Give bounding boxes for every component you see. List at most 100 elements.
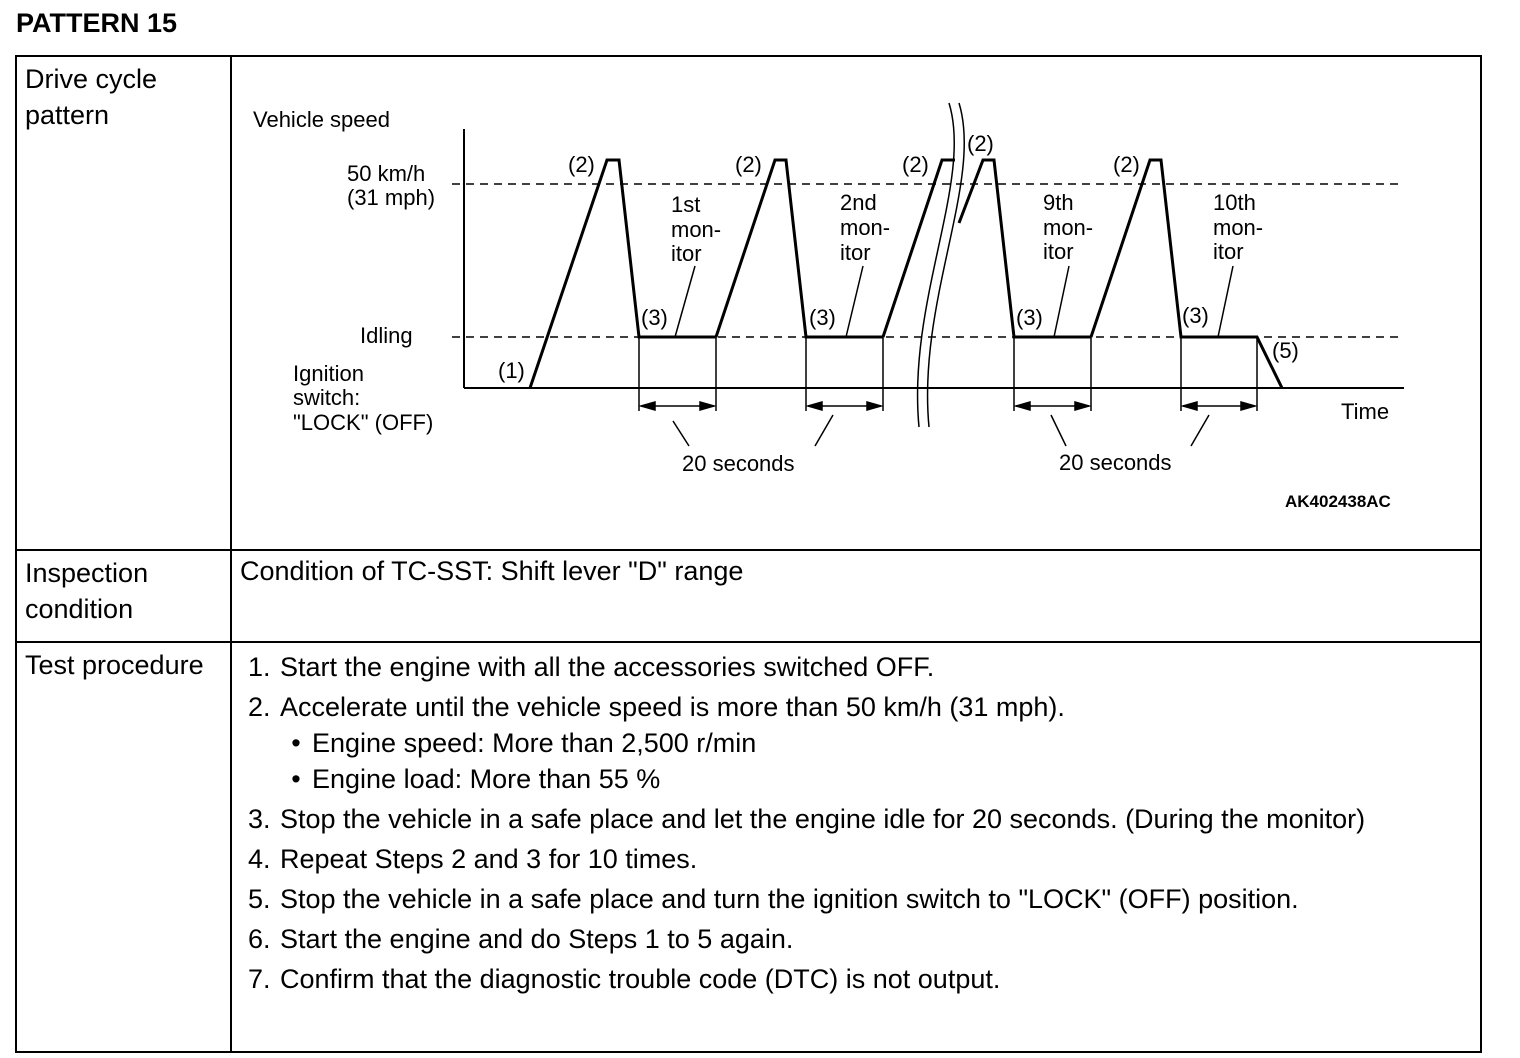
procedure-step: 2. Accelerate until the vehicle speed is… [248,689,1480,797]
monitor-10-line-1: 10th [1213,190,1256,215]
marker-2: (2) [902,152,929,177]
marker-5: (5) [1272,338,1299,363]
duration-arrowhead-1l [638,401,656,411]
step-text: Start the engine with all the accessorie… [280,652,935,682]
monitor-1-line-3: itor [671,241,702,266]
leader-duration-right-b [1190,414,1210,447]
duration-arrowhead-2r [866,401,884,411]
monitor-10-line-3: itor [1213,239,1244,264]
ignition-label-1: Ignition [293,361,364,386]
duration-arrowhead-10l [1180,401,1198,411]
duration-arrowhead-2l [805,401,823,411]
leader-monitor-1 [674,265,696,338]
y-axis-label: Vehicle speed [253,107,390,132]
ignition-label-3: "LOCK" (OFF) [293,410,433,435]
duration-arrowhead-10r [1240,401,1258,411]
trace-cycle-1 [528,158,716,389]
step-number: 7. [248,964,271,994]
leader-duration-left-b [814,414,834,447]
page-title: PATTERN 15 [16,8,178,38]
procedure-step: 6. Start the engine and do Steps 1 to 5 … [248,921,1480,957]
step-bullets: • Engine speed: More than 2,500 r/min • … [280,725,1480,797]
marker-1: (1) [498,358,525,383]
procedure-step: 7. Confirm that the diagnostic trouble c… [248,961,1480,997]
trace-cycle-3-out [957,158,1091,339]
step-number: 5. [248,884,271,914]
marker-2: (2) [568,152,595,177]
duration-label-left: 20 seconds [682,451,795,476]
inspection-condition-text: Condition of TC-SST: Shift lever "D" ran… [240,556,744,586]
bullet-text: Engine load: More than 55 % [312,764,661,794]
marker-3: (3) [809,305,836,330]
marker-2: (2) [735,152,762,177]
idle-level-label: Idling [360,323,413,348]
axis-break-line-left [916,102,956,428]
idle-interval-boxes [638,337,1258,411]
trace-cycle-4 [1089,158,1284,389]
leader-duration-left-a [672,420,690,447]
drive-cycle-label: Drive cycle pattern [15,55,232,551]
step-text: Stop the vehicle in a safe place and tur… [280,884,1299,914]
bullet-dot: • [291,728,301,758]
speed-level-mph-label: (31 mph) [347,185,435,210]
axis-break-line-right [926,102,966,428]
step-number: 6. [248,924,271,954]
inspection-label: Inspection condition [15,549,232,643]
x-axis-label: Time [1341,399,1389,424]
axis-break [916,102,966,428]
test-procedure-label: Test procedure [15,641,232,1053]
step-text: Accelerate until the vehicle speed is mo… [280,692,1065,722]
monitor-1-line-2: mon- [671,217,721,242]
test-procedure-row: Test procedure 1. Start the engine with … [15,641,1482,1053]
leader-monitor-10 [1217,265,1234,338]
bullet-item: • Engine load: More than 55 % [280,761,1480,797]
monitor-10-line-2: mon- [1213,215,1263,240]
monitor-2-line-2: mon- [840,215,890,240]
step-number: 2. [248,692,271,722]
marker-3: (3) [1016,305,1043,330]
monitor-9-line-3: itor [1043,239,1074,264]
trace-cycle-3-in [881,158,955,338]
step-text: Stop the vehicle in a safe place and let… [280,804,1366,834]
bullet-text: Engine speed: More than 2,500 r/min [312,728,757,758]
leader-monitor-2 [845,265,864,338]
duration-label-right: 20 seconds [1059,450,1172,475]
monitor-9-line-2: mon- [1043,215,1093,240]
monitor-2-line-1: 2nd [840,190,877,215]
spec-table: Drive cycle pattern [15,55,1482,1053]
bullet-item: • Engine speed: More than 2,500 r/min [280,725,1480,761]
step-text: Confirm that the diagnostic trouble code… [280,964,1001,994]
drive-cycle-row: Drive cycle pattern [15,55,1482,551]
procedure-step: 5. Stop the vehicle in a safe place and … [248,881,1480,917]
duration-arrowhead-1r [699,401,717,411]
procedure-step: 1. Start the engine with all the accesso… [248,649,1480,685]
marker-2: (2) [967,131,994,156]
leader-monitor-9 [1053,265,1070,338]
bullet-dot: • [291,764,301,794]
duration-arrowhead-9l [1013,401,1031,411]
ignition-label-2: switch: [293,385,360,410]
test-procedure-cell: 1. Start the engine with all the accesso… [230,641,1482,1053]
procedure-steps: 1. Start the engine with all the accesso… [232,643,1480,997]
marker-3: (3) [1182,303,1209,328]
procedure-step: 3. Stop the vehicle in a safe place and … [248,801,1480,837]
drive-cycle-diagram: Vehicle speed 50 km/h (31 mph) Idling Ig… [253,102,1404,511]
duration-arrowhead-9r [1074,401,1092,411]
speed-level-label: 50 km/h [347,161,425,186]
drive-cycle-diagram-cell: Vehicle speed 50 km/h (31 mph) Idling Ig… [230,55,1482,551]
marker-3: (3) [641,305,668,330]
monitor-1-line-1: 1st [671,192,700,217]
figure-code: AK402438AC [1285,492,1391,511]
procedure-step: 4. Repeat Steps 2 and 3 for 10 times. [248,841,1480,877]
step-text: Repeat Steps 2 and 3 for 10 times. [280,844,698,874]
inspection-value-cell: Condition of TC-SST: Shift lever "D" ran… [230,549,1482,643]
leader-lines [672,265,1234,447]
step-number: 4. [248,844,271,874]
step-text: Start the engine and do Steps 1 to 5 aga… [280,924,794,954]
speed-trace [528,158,1284,389]
step-number: 3. [248,804,271,834]
duration-arrows [638,401,1258,411]
leader-duration-right-a [1050,414,1067,447]
marker-2: (2) [1113,152,1140,177]
monitor-2-line-3: itor [840,240,871,265]
